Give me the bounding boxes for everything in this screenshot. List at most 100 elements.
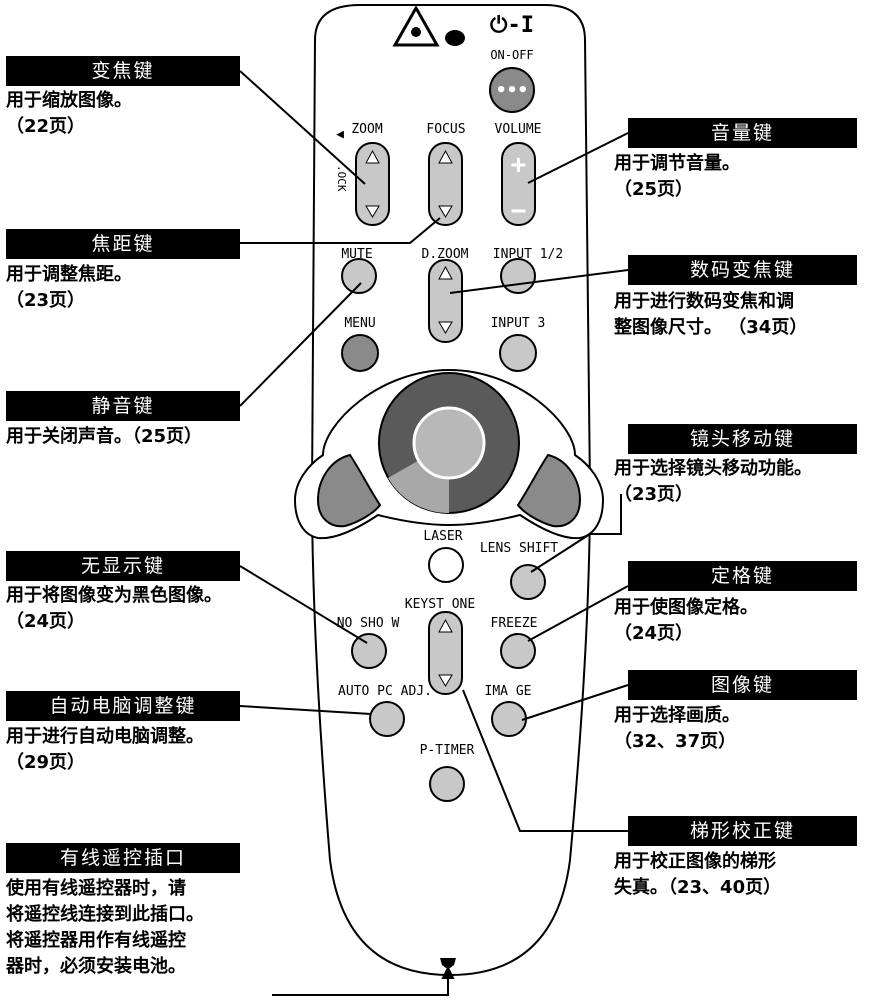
- cable-callout-line: 器时，必须安装电池。: [6, 956, 186, 977]
- volume-rocker[interactable]: [501, 142, 536, 226]
- focus-label: FOCUS: [426, 122, 465, 137]
- focus-callout-title: 焦距键: [6, 229, 240, 259]
- auto-pc-callout-line: 用于进行自动电脑调整。: [6, 726, 204, 747]
- freeze-callout-line: 用于使图像定格。: [614, 597, 758, 618]
- d-zoom-rocker[interactable]: [428, 259, 463, 343]
- focus-rocker[interactable]: [428, 142, 463, 226]
- zoom-rocker[interactable]: [355, 142, 390, 226]
- volume-minus-icon: −: [511, 196, 527, 226]
- d-zoom-leader: [449, 269, 629, 294]
- cable-callout-title: 有线遥控插口: [6, 843, 240, 873]
- mute-callout-line: 用于关闭声音。（25页）: [6, 426, 203, 447]
- cable-leader: [272, 975, 449, 996]
- input12-label: INPUT 1/2: [493, 247, 563, 262]
- freeze-button[interactable]: [500, 633, 536, 669]
- d-zoom-callout-title: 数码变焦键: [628, 255, 857, 285]
- no-show-leader: [239, 565, 368, 644]
- image-callout-title: 图像键: [628, 670, 857, 700]
- focus-callout-line: 用于调整焦距。: [6, 264, 132, 285]
- lens-shift-callout-desc: 用于选择镜头移动功能。 （23页）: [614, 456, 812, 508]
- dpad-right-button[interactable]: [516, 453, 582, 528]
- no-show-callout-line: 用于将图像变为黑色图像。: [6, 585, 222, 606]
- auto-pc-callout-line: （29页）: [6, 752, 86, 773]
- no-show-button[interactable]: [351, 633, 387, 669]
- keystone-label: KEYST ONE: [405, 597, 475, 612]
- lens-shift-button[interactable]: [510, 564, 546, 600]
- input12-button[interactable]: [500, 258, 536, 294]
- laser-button[interactable]: [428, 547, 464, 583]
- leader-lines: [239, 70, 629, 996]
- mute-button[interactable]: [341, 258, 377, 294]
- keystone-rocker[interactable]: [428, 611, 463, 695]
- input3-button[interactable]: [499, 334, 537, 372]
- mute-callout-desc: 用于关闭声音。（25页）: [6, 424, 202, 450]
- d-zoom-callout-line: 用于进行数码变焦和调: [614, 291, 794, 312]
- freeze-leader: [527, 585, 629, 642]
- no-show-callout-title: 无显示键: [6, 551, 240, 581]
- power-dots-icon: •••: [496, 80, 529, 101]
- zoom-label: ZOOM: [351, 122, 382, 137]
- lens-shift-callout-line: （23页）: [614, 484, 694, 505]
- auto-pc-callout-title: 自动电脑调整键: [6, 691, 240, 721]
- focus-leader: [240, 217, 441, 244]
- volume-callout-desc: 用于调节音量。 （25页）: [614, 151, 740, 203]
- laser-label: LASER: [423, 529, 462, 544]
- input3-label: INPUT 3: [491, 316, 546, 331]
- laser-star-icon: [411, 27, 421, 37]
- cable-callout-line: 将遥控器用作有线遥控: [6, 930, 186, 951]
- mute-callout-title: 静音键: [6, 391, 240, 421]
- laser-warning-icon: [392, 4, 440, 47]
- image-callout-line: （32、37页）: [614, 731, 737, 752]
- dpad-center-button[interactable]: [412, 406, 486, 480]
- menu-label: MENU: [344, 316, 375, 331]
- image-label: IMA GE: [485, 684, 532, 699]
- zoom-down-arrow-icon: [365, 205, 380, 218]
- mute-leader: [239, 282, 362, 407]
- volume-callout-line: （25页）: [614, 179, 694, 200]
- volume-callout-title: 音量键: [628, 118, 857, 148]
- keystone-callout-line: 失真。（23、40页）: [614, 877, 782, 898]
- p-timer-button[interactable]: [429, 766, 465, 802]
- zoom-callout-title: 变焦键: [6, 56, 240, 86]
- indicator-led: [445, 30, 465, 46]
- lens-shift-callout-title: 镜头移动键: [628, 424, 857, 454]
- focus-callout-desc: 用于调整焦距。 （23页）: [6, 262, 132, 314]
- menu-button[interactable]: [341, 334, 379, 372]
- d-zoom-label: D.ZOOM: [422, 247, 469, 262]
- auto-pc-leader: [239, 705, 372, 715]
- mute-label: MUTE: [341, 247, 372, 262]
- power-button[interactable]: [489, 67, 535, 113]
- volume-callout-line: 用于调节音量。: [614, 153, 740, 174]
- image-callout-desc: 用于选择画质。 （32、37页）: [614, 703, 740, 755]
- no-show-label: NO SHO W: [337, 616, 400, 631]
- zoom-up-arrow-icon: [365, 149, 380, 164]
- keystone-down-arrow-icon: [438, 674, 453, 687]
- on-off-label: ON-OFF: [490, 48, 533, 62]
- lens-shift-callout-line: 用于选择镜头移动功能。: [614, 458, 812, 479]
- focus-up-arrow-icon: [438, 149, 453, 164]
- keystone-callout-line: 用于校正图像的梯形: [614, 851, 776, 872]
- auto-pc-button[interactable]: [369, 701, 405, 737]
- cable-callout-line: 将遥控线连接到此插口。: [6, 904, 204, 925]
- lens-shift-label: LENS SHIFT: [480, 541, 558, 556]
- image-button[interactable]: [491, 701, 527, 737]
- volume-label: VOLUME: [495, 122, 542, 137]
- no-show-callout-line: （24页）: [6, 611, 86, 632]
- lock-arrow-icon: ◀: [336, 127, 344, 142]
- zoom-callout-line: 用于缩放图像。: [6, 90, 132, 111]
- image-leader: [521, 684, 629, 721]
- focus-callout-line: （23页）: [6, 290, 86, 311]
- auto-pc-callout-desc: 用于进行自动电脑调整。 （29页）: [6, 724, 204, 776]
- power-symbol: ⏻-I: [490, 13, 534, 38]
- lens-shift-leader: [530, 494, 622, 573]
- lock-label: .OCK: [335, 165, 348, 192]
- volume-plus-icon: +: [511, 150, 527, 180]
- keystone-leader: [462, 689, 628, 832]
- d-zoom-down-arrow-icon: [438, 321, 453, 334]
- volume-leader: [527, 132, 629, 184]
- dpad-left-button[interactable]: [316, 453, 382, 528]
- cable-callout-desc: 使用有线遥控器时，请 将遥控线连接到此插口。 将遥控器用作有线遥控 器时，必须安…: [6, 876, 204, 980]
- d-zoom-callout-desc: 用于进行数码变焦和调 整图像尺寸。 （34页）: [614, 289, 807, 341]
- zoom-leader: [239, 70, 366, 185]
